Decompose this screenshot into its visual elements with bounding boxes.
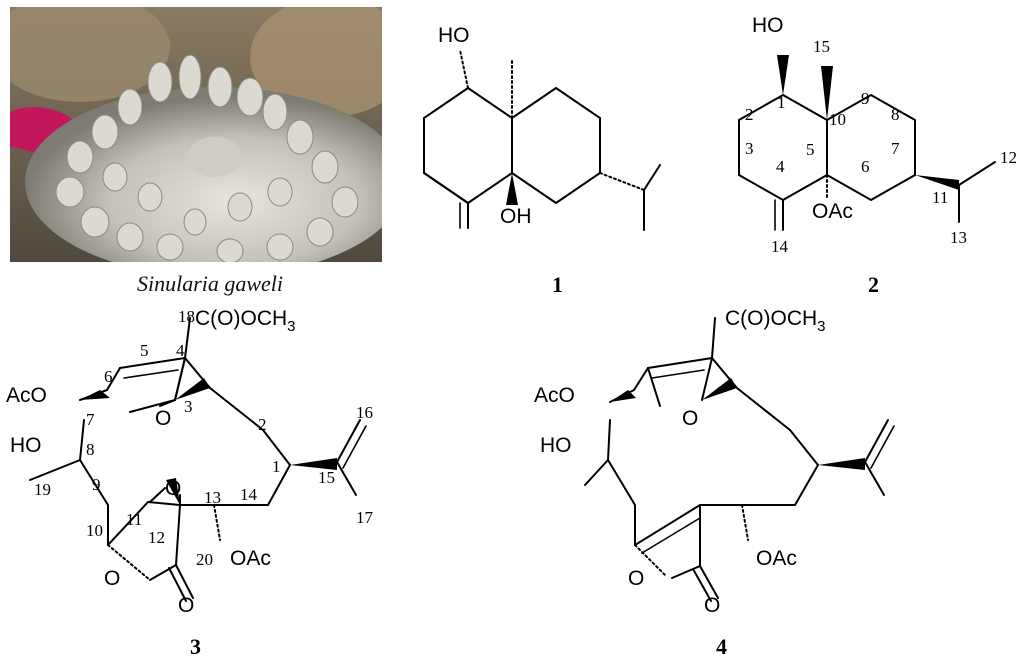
compound-1-structure xyxy=(423,49,661,231)
compound-3-ring-o: O xyxy=(155,407,171,430)
c3-locant-16: 16 xyxy=(356,403,373,422)
compound-3-lactone-o: O xyxy=(104,567,120,590)
compound-3-carbonyl-o: O xyxy=(178,594,194,617)
c2-locant-2: 2 xyxy=(745,105,754,124)
compound-1-oh-label: OH xyxy=(500,205,532,228)
c3-locant-3: 3 xyxy=(184,397,193,416)
c3-locant-4: 4 xyxy=(176,341,185,360)
compound-2-ho-label: HO xyxy=(752,14,784,37)
compound-3-locants: 1 2 3 4 5 6 7 8 9 10 11 12 13 14 15 16 1… xyxy=(34,341,374,569)
compound-3-structure xyxy=(29,317,367,602)
c3-locant-11: 11 xyxy=(126,510,142,529)
c2-locant-7: 7 xyxy=(891,139,900,158)
c3-furan-edge xyxy=(175,378,210,400)
c2-locant-13: 13 xyxy=(950,228,967,247)
c3-locant-9: 9 xyxy=(92,475,101,494)
compound-1-ho-label: HO xyxy=(438,24,470,47)
compound-4-lactone-o: O xyxy=(628,567,644,590)
c2-locant-12: 12 xyxy=(1000,148,1017,167)
compound-4-structure xyxy=(584,317,895,602)
c2-locant-14: 14 xyxy=(771,237,789,256)
c2-locant-9: 9 xyxy=(861,89,870,108)
c3-locant-6: 6 xyxy=(104,367,113,386)
coral-photo-image xyxy=(10,7,382,262)
c2-locant-6: 6 xyxy=(861,157,870,176)
compound-3-aco-label: AcO xyxy=(6,384,47,407)
c3-locant-5: 5 xyxy=(140,341,149,360)
compound-4-ring-o: O xyxy=(682,407,698,430)
compound-3-ho-label: HO xyxy=(10,434,42,457)
c3-locant-15: 15 xyxy=(318,468,335,487)
photo-caption: Sinularia gaweli xyxy=(136,271,284,296)
c3-locant-2: 2 xyxy=(258,415,267,434)
c3-locant-18: 18 xyxy=(178,307,195,326)
c2-locant-15: 15 xyxy=(813,37,830,56)
c2-locant-3: 3 xyxy=(745,139,754,158)
c3-locant-1: 1 xyxy=(272,457,281,476)
compound-3-oac-label: OAc xyxy=(230,547,271,570)
c2-locant-10: 10 xyxy=(829,110,846,129)
coral-photo xyxy=(10,7,382,262)
c3-locant-7: 7 xyxy=(86,410,95,429)
c3-locant-14: 14 xyxy=(240,485,258,504)
c2-locant-1: 1 xyxy=(777,93,786,112)
c3-locant-12: 12 xyxy=(148,528,165,547)
compound-1-number: 1 xyxy=(552,272,563,297)
c2-locant-5: 5 xyxy=(806,140,815,159)
c2-locant-8: 8 xyxy=(891,105,900,124)
compound-4-oac-label: OAc xyxy=(756,547,797,570)
compound-4-carbonyl-o: O xyxy=(704,594,720,617)
c3-locant-8: 8 xyxy=(86,440,95,459)
compound-4-ester: C(O)OCH3 xyxy=(725,307,826,335)
compound-3-ester: C(O)OCH3 xyxy=(195,307,296,335)
c3-locant-19: 19 xyxy=(34,480,51,499)
compound-3-number: 3 xyxy=(190,634,201,659)
compound-4-ho-label: HO xyxy=(540,434,572,457)
compound-4-aco-label: AcO xyxy=(534,384,575,407)
compound-2-locants: 1 2 3 4 5 6 7 8 9 10 11 12 13 14 15 xyxy=(745,37,1017,256)
c3-locant-10: 10 xyxy=(86,521,103,540)
compound-2-oac-label: OAc xyxy=(812,200,853,223)
compound-2-number: 2 xyxy=(868,272,879,297)
compound-4-number: 4 xyxy=(716,634,727,659)
compound-3-epoxide-o: O xyxy=(165,477,181,500)
c2-locant-11: 11 xyxy=(932,188,948,207)
c2-locant-4: 4 xyxy=(776,157,785,176)
c3-locant-13: 13 xyxy=(204,488,221,507)
c3-locant-17: 17 xyxy=(356,508,374,527)
c3-locant-20: 20 xyxy=(196,550,213,569)
